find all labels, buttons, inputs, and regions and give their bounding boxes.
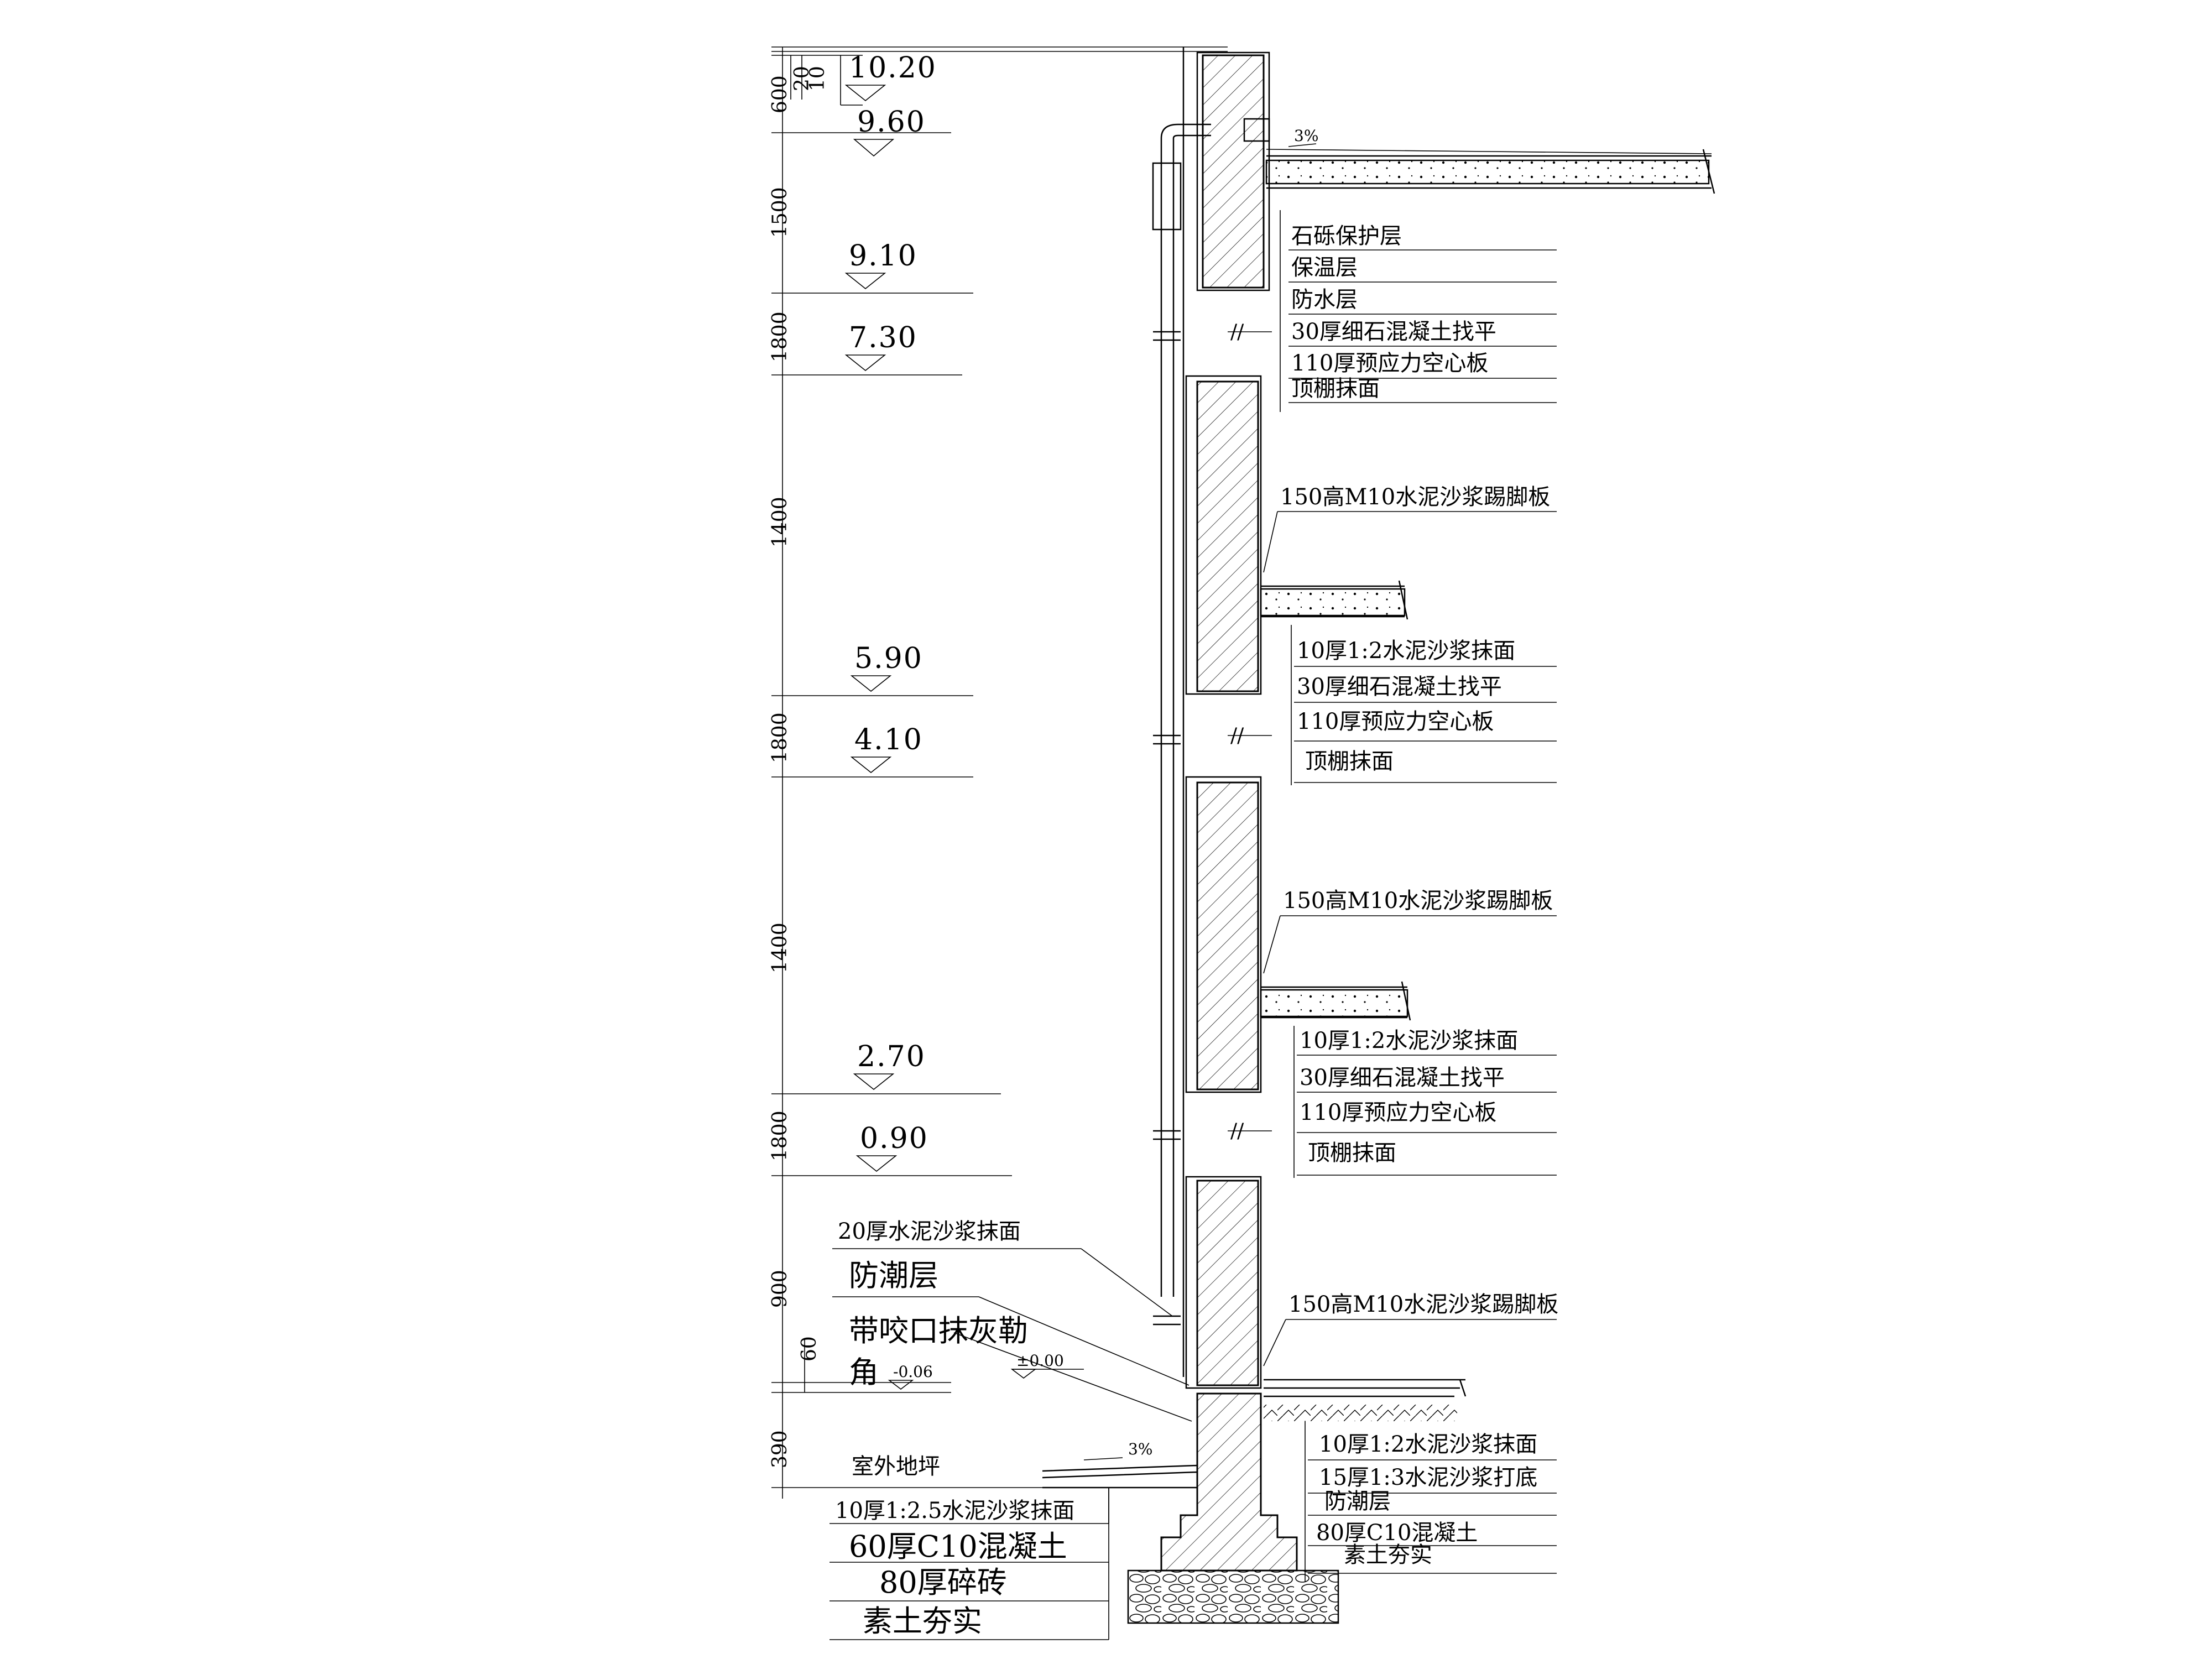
ground-skirting: 150高M10水泥沙浆踢脚板 <box>1288 1292 1558 1317</box>
plinth-corner-line1: 带咬口抹灰勒 <box>849 1313 1028 1348</box>
floor-slab-upper <box>1260 580 1408 620</box>
roof-layer-screed: 30厚细石混凝土找平 <box>1291 319 1496 345</box>
elevation-9-10: 9.10 <box>849 239 917 273</box>
foundation <box>1127 1392 1339 1624</box>
apron-layer-surface: 10厚1:2.5水泥沙浆抹面 <box>835 1498 1074 1524</box>
plinth-corner-line2: 角 <box>849 1355 879 1390</box>
floor2-skirting: 150高M10水泥沙浆踢脚板 <box>1280 484 1550 510</box>
floor1-callouts: 150高M10水泥沙浆踢脚板 10厚1:2水泥沙浆抹面 30厚细石混凝土找平 1… <box>1263 888 1557 1178</box>
elevation-10-20: 10.20 <box>849 51 937 85</box>
floor1-layer-surface: 10厚1:2水泥沙浆抹面 <box>1300 1028 1518 1053</box>
floor2-layer-screed: 30厚细石混凝土找平 <box>1297 674 1502 700</box>
plinth-dpc: 防潮层 <box>849 1258 938 1293</box>
dim-600: 600 <box>769 75 791 113</box>
dim-60: 60 <box>798 1336 821 1361</box>
svg-text://: // <box>1230 321 1244 343</box>
wall-parapet <box>1196 51 1270 291</box>
dim-900: 900 <box>769 1270 791 1308</box>
elevation-2-70: 2.70 <box>857 1040 926 1073</box>
floor1-skirting: 150高M10水泥沙浆踢脚板 <box>1283 888 1553 914</box>
ground-layer-soil: 素土夯实 <box>1344 1542 1432 1568</box>
dim-390: 390 <box>769 1430 791 1468</box>
wall-middle <box>1185 776 1262 1093</box>
dim-1800-a: 1800 <box>769 311 791 362</box>
ground-layer-surface: 10厚1:2水泥沙浆抹面 <box>1319 1432 1537 1457</box>
plinth-plaster: 20厚水泥沙浆抹面 <box>838 1219 1021 1244</box>
floor1-layer-hollow-slab: 110厚预应力空心板 <box>1300 1100 1496 1125</box>
roof-slope: 3% <box>1294 127 1318 145</box>
wall-lower <box>1185 1176 1262 1389</box>
apron-slope: 3% <box>1128 1440 1152 1458</box>
dim-1800-c: 1800 <box>769 1110 791 1161</box>
roof-layer-ceiling: 顶棚抹面 <box>1291 376 1380 401</box>
downpipe: // // // <box>1152 47 1272 1377</box>
wall-upper <box>1185 375 1262 695</box>
ground-slab <box>1264 1379 1467 1421</box>
ground-layer-base: 15厚1:3水泥沙浆打底 <box>1319 1465 1537 1490</box>
elevation-5-90: 5.90 <box>854 642 923 675</box>
floor2-callouts: 150高M10水泥沙浆踢脚板 10厚1:2水泥沙浆抹面 30厚细石混凝土找平 1… <box>1263 484 1557 785</box>
floor-slab-middle <box>1260 981 1411 1021</box>
floor2-layer-ceiling: 顶棚抹面 <box>1305 749 1394 774</box>
roof-slab: 3% <box>1265 127 1715 194</box>
roof-layer-callouts: 石砾保护层 保温层 防水层 30厚细石混凝土找平 110厚预应力空心板 顶棚抹面 <box>1280 210 1557 412</box>
svg-text://: // <box>1230 1120 1244 1142</box>
plinth-callouts: 20厚水泥沙浆抹面 防潮层 带咬口抹灰勒 角 <box>832 1219 1192 1422</box>
roof-layer-hollow-slab: 110厚预应力空心板 <box>1291 351 1488 376</box>
ground-layer-dpc: 防潮层 <box>1324 1489 1391 1514</box>
apron-layer-soil: 素土夯实 <box>863 1604 982 1639</box>
roof-layer-insulation: 保温层 <box>1291 255 1358 280</box>
dim-1800-b: 1800 <box>769 712 791 763</box>
outdoor-apron: 3% <box>1042 1440 1198 1489</box>
floor2-layer-hollow-slab: 110厚预应力空心板 <box>1297 709 1494 734</box>
apron-layer-brick: 80厚碎砖 <box>879 1565 1007 1600</box>
dimension-values: 600 20 10 1500 1800 1400 1800 1400 1800 … <box>769 66 829 1468</box>
elevation-marks: 10.20 9.60 9.10 7.30 5.90 4.10 2.70 0.90… <box>844 51 1084 1390</box>
elevation-0-00: ±0.00 <box>1016 1352 1064 1370</box>
elevation-0-90: 0.90 <box>860 1122 928 1155</box>
outdoor-grade-label: 室外地坪 <box>852 1454 940 1479</box>
ground-callouts: 150高M10水泥沙浆踢脚板 10厚1:2水泥沙浆抹面 15厚1:3水泥沙浆打底… <box>1263 1292 1558 1582</box>
roof-layer-waterproof: 防水层 <box>1291 287 1358 312</box>
floor2-layer-surface: 10厚1:2水泥沙浆抹面 <box>1297 638 1515 664</box>
roof-layer-gravel: 石砾保护层 <box>1291 223 1402 249</box>
dim-1400-b: 1400 <box>769 922 791 973</box>
dim-20: 20 <box>791 66 813 91</box>
floor1-layer-ceiling: 顶棚抹面 <box>1308 1140 1396 1166</box>
elevation-minus-0-06: -0.06 <box>893 1363 933 1381</box>
dim-1500: 1500 <box>769 187 791 238</box>
apron-callouts: 室外地坪 10厚1:2.5水泥沙浆抹面 60厚C10混凝土 80厚碎砖 素土夯实 <box>830 1454 1109 1640</box>
ground-layer-concrete: 80厚C10混凝土 <box>1316 1520 1478 1546</box>
floor1-layer-screed: 30厚细石混凝土找平 <box>1300 1065 1505 1091</box>
dimension-chain <box>771 46 1228 1499</box>
dim-10: 10 <box>806 66 829 91</box>
elevation-7-30: 7.30 <box>849 321 917 354</box>
elevation-9-60: 9.60 <box>857 106 926 139</box>
svg-text://: // <box>1230 724 1244 747</box>
apron-layer-concrete: 60厚C10混凝土 <box>849 1529 1067 1564</box>
elevation-4-10: 4.10 <box>854 723 923 757</box>
dim-1400-a: 1400 <box>769 497 791 547</box>
